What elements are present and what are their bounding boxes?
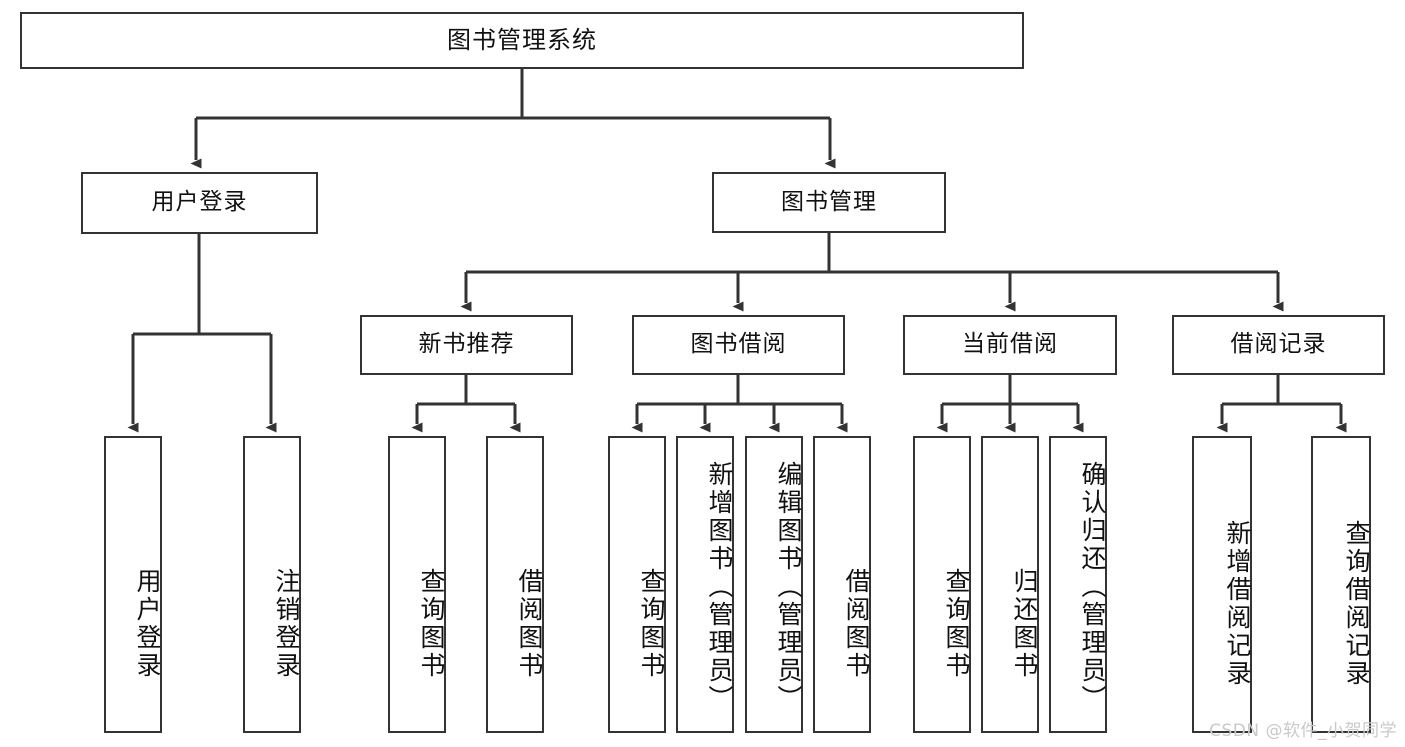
leaf-current-borrow-query-book[interactable]: 查询图书 [913,436,971,733]
leaf-label: 查询图书 [942,567,971,680]
leaf-current-borrow-confirm-return-admin[interactable]: 确认归还（管理员） [1049,436,1107,733]
leaf-label: 新增借阅记录 [1223,519,1252,688]
node-book-management[interactable]: 图书管理 [712,172,946,233]
leaf-new-book-borrow-book[interactable]: 借阅图书 [486,436,544,733]
leaf-label: 借阅图书 [515,567,544,680]
leaf-book-borrow-borrow-book[interactable]: 借阅图书 [813,436,871,733]
leaf-label: 注销登录 [272,567,301,680]
node-new-book-recommend[interactable]: 新书推荐 [360,315,573,375]
leaf-current-borrow-return-book[interactable]: 归还图书 [981,436,1039,733]
leaf-label: 查询借阅记录 [1342,519,1371,688]
leaf-new-book-query-book[interactable]: 查询图书 [388,436,446,733]
node-label: 图书管理 [781,188,877,215]
leaf-label: 查询图书 [637,567,666,680]
leaf-borrow-record-query-record[interactable]: 查询借阅记录 [1311,436,1371,733]
leaf-label: 确认归还（管理员） [1078,460,1107,713]
leaf-label: 新增图书（管理员） [705,460,734,713]
leaf-label: 编辑图书（管理员） [774,460,803,713]
leaf-label: 用户登录 [133,567,162,680]
csdn-watermark: CSDN @软件_小贺同学 [1209,721,1397,741]
node-book-borrow[interactable]: 图书借阅 [632,315,845,375]
leaf-user-login-logout[interactable]: 注销登录 [243,436,301,733]
leaf-book-borrow-edit-book-admin[interactable]: 编辑图书（管理员） [745,436,803,733]
leaf-borrow-record-add-record[interactable]: 新增借阅记录 [1192,436,1252,733]
node-user-login[interactable]: 用户登录 [81,172,318,234]
node-borrow-record[interactable]: 借阅记录 [1172,315,1385,375]
node-label: 当前借阅 [962,331,1058,358]
node-root-system[interactable]: 图书管理系统 [20,12,1024,69]
node-current-borrow[interactable]: 当前借阅 [903,315,1117,375]
leaf-label: 借阅图书 [842,567,871,680]
node-label: 用户登录 [151,189,248,216]
leaf-label: 查询图书 [417,567,446,680]
node-label: 借阅记录 [1230,331,1327,358]
leaf-book-borrow-query-book[interactable]: 查询图书 [608,436,666,733]
node-label: 图书借阅 [690,331,787,358]
leaf-label: 归还图书 [1010,567,1039,680]
node-label: 新书推荐 [418,331,515,358]
leaf-book-borrow-add-book-admin[interactable]: 新增图书（管理员） [676,436,734,733]
node-label: 图书管理系统 [447,26,597,55]
leaf-user-login-login[interactable]: 用户登录 [104,436,162,733]
